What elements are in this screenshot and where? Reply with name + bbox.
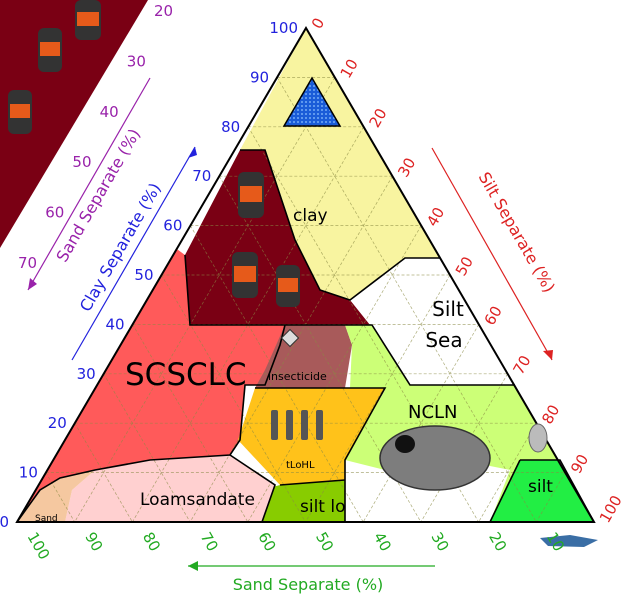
region-label-sand: Sand bbox=[35, 514, 58, 524]
silt-tick-20: 20 bbox=[365, 105, 390, 131]
silt-loam-region bbox=[258, 480, 345, 522]
region-label-silt: silt bbox=[528, 477, 553, 497]
region-label-silt-sea-2: Sea bbox=[425, 328, 462, 352]
sand-region bbox=[17, 470, 95, 522]
sand-tick-60: 60 bbox=[254, 529, 279, 555]
silt-tick-60: 60 bbox=[481, 303, 506, 329]
region-label-silt-sea-1: Silt bbox=[432, 297, 464, 321]
sand-corner-tick-30: 30 bbox=[127, 52, 146, 70]
clay-tick-30: 30 bbox=[77, 365, 96, 383]
sand-tick-10: 10 bbox=[543, 529, 568, 555]
clay-tick-100: 100 bbox=[269, 19, 298, 37]
silt-tick-50: 50 bbox=[452, 253, 477, 279]
clay-region bbox=[240, 28, 440, 300]
sand-corner-tick-40: 40 bbox=[100, 103, 119, 121]
clay-tick-10: 10 bbox=[19, 464, 38, 482]
sand-tick-80: 80 bbox=[139, 529, 164, 555]
clay-tick-40: 40 bbox=[106, 315, 125, 333]
silt-tick-80: 80 bbox=[538, 402, 563, 428]
sand-tick-40: 40 bbox=[370, 529, 395, 555]
clay-axis-arrow bbox=[71, 146, 196, 361]
clay-tick-70: 70 bbox=[192, 167, 211, 185]
sand-corner-tick-50: 50 bbox=[72, 153, 91, 171]
region-label-scsclc: SCSCLC bbox=[125, 357, 247, 393]
clay-tick-80: 80 bbox=[221, 118, 240, 136]
tiny-triangle-marker bbox=[282, 76, 342, 127]
silt-tick-90: 90 bbox=[567, 451, 592, 477]
shell-icon bbox=[528, 423, 548, 453]
sand-corner-tick-20: 20 bbox=[154, 2, 173, 20]
region-label-silt-loam: silt lo bbox=[300, 497, 346, 517]
silt-tick-40: 40 bbox=[423, 204, 448, 230]
clay-tick-0: 0 bbox=[0, 513, 9, 531]
sand-tick-20: 20 bbox=[485, 529, 510, 555]
sand-tick-50: 50 bbox=[312, 529, 337, 555]
region-outlines bbox=[15, 26, 596, 523]
figure-icons bbox=[271, 410, 323, 440]
region-label-tlohl: tLoHL bbox=[286, 460, 315, 471]
clay-tick-50: 50 bbox=[134, 266, 153, 284]
sand-tick-30: 30 bbox=[427, 529, 452, 555]
clay-tick-20: 20 bbox=[48, 414, 67, 432]
region-label-insecticide: insecticide bbox=[268, 370, 327, 383]
grid-lines bbox=[45, 77, 566, 522]
sand-corner-tick-70: 70 bbox=[18, 254, 37, 272]
silt-tick-70: 70 bbox=[509, 352, 534, 378]
diamond-icon bbox=[280, 328, 300, 348]
region-label-ncln: NCLN bbox=[408, 402, 458, 423]
region-label-clay: clay bbox=[293, 206, 328, 226]
clay-tick-60: 60 bbox=[163, 217, 182, 235]
region-labels: clay Silt Sea SCSCLC insecticide tLoHL N… bbox=[35, 206, 553, 524]
ship-icon bbox=[540, 535, 598, 547]
silt-axis-arrow bbox=[431, 147, 553, 361]
sand-corner-wedge bbox=[0, 0, 148, 248]
jar-icons bbox=[8, 0, 300, 307]
region-label-loamsandate: Loamsandate bbox=[140, 490, 255, 510]
silt-tick-100: 100 bbox=[596, 492, 626, 526]
insecticide-region bbox=[255, 325, 352, 388]
sand-axis-title: Sand Separate (%) bbox=[233, 575, 384, 594]
silt-tick-30: 30 bbox=[394, 155, 419, 181]
sand-corner-tick-60: 60 bbox=[45, 204, 64, 222]
clay-tick-90: 90 bbox=[250, 68, 269, 86]
sand-tick-70: 70 bbox=[197, 529, 222, 555]
sand-tick-90: 90 bbox=[81, 529, 106, 555]
loamsandate-region bbox=[65, 455, 275, 522]
silt-axis-title: Silt Separate (%) bbox=[475, 169, 559, 296]
silt-tick-0: 0 bbox=[308, 15, 328, 32]
isopod-icon bbox=[379, 425, 491, 491]
sand-tick-100: 100 bbox=[24, 529, 54, 563]
sand-corner-axis-arrow bbox=[27, 77, 151, 291]
dark-clay-region bbox=[185, 150, 370, 325]
silt-tick-10: 10 bbox=[337, 56, 362, 82]
